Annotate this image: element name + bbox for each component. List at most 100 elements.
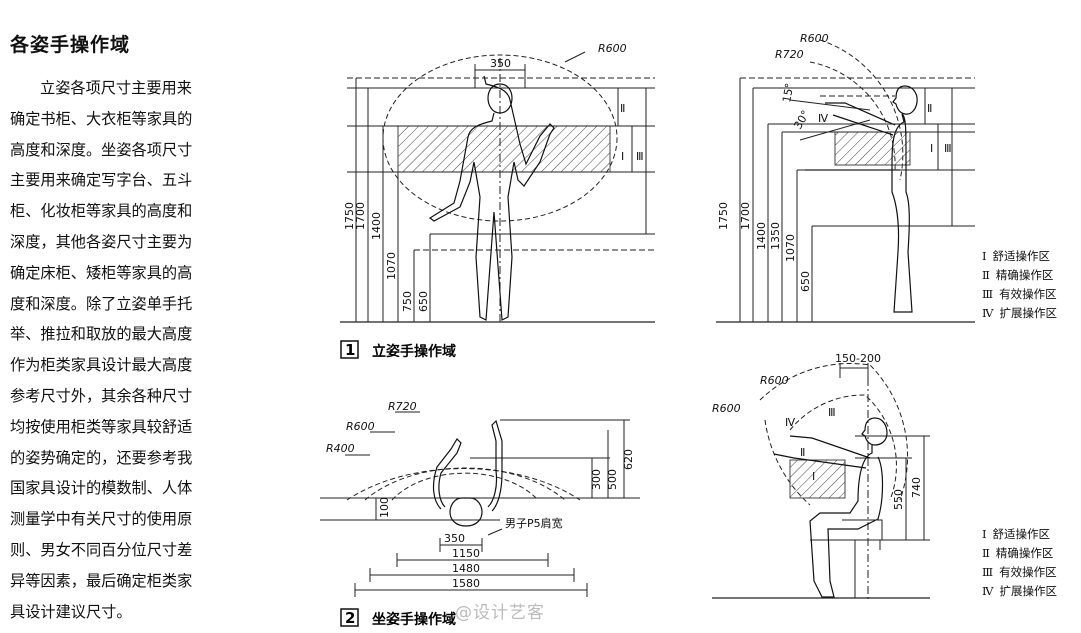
- body-line: 立姿各项尺寸主要用来: [40, 79, 192, 97]
- radius-label: R600: [346, 420, 375, 433]
- angle-label: 30°: [791, 108, 812, 131]
- caption-number: 1: [345, 341, 355, 359]
- dim-label: 650: [417, 291, 430, 312]
- fig2-top-view: [320, 411, 640, 597]
- body-line: 深度，其他各姿尺寸主要为: [10, 232, 193, 251]
- dim-label: 1750: [343, 202, 356, 230]
- hatched-zone: [789, 459, 846, 499]
- dim-label: 620: [622, 449, 635, 470]
- dim-label: 1700: [354, 202, 367, 230]
- body-line: 度和深度。除了立姿单手托: [10, 294, 193, 313]
- body-line: 作为柜类家具设计最大高度: [10, 356, 193, 375]
- radius-label: R400: [326, 442, 355, 455]
- fig1-front-labels: R600 350 1750 1700 1400 1070 750 650 Ⅱ Ⅰ…: [343, 42, 644, 312]
- standing-figure-front: [428, 75, 555, 321]
- fig2-side-view: [712, 363, 930, 600]
- body-line: 举、推拉和取放的最大高度: [10, 325, 193, 344]
- zone-label: Ⅲ: [828, 406, 836, 419]
- standing-figure-side: [825, 85, 918, 313]
- caption-fig1: 1 立姿手操作域: [340, 340, 456, 360]
- dim-label: 1070: [784, 234, 797, 262]
- zone-label: Ⅲ: [944, 142, 952, 155]
- dim-label: 1700: [739, 202, 752, 230]
- dim-label: 1400: [370, 212, 383, 240]
- caption-text: 坐姿手操作域: [372, 611, 456, 628]
- body-line: 确定床柜、矮柜等家具的高: [10, 263, 193, 282]
- seated-figure-top: [432, 419, 503, 527]
- seated-figure-side: [773, 417, 888, 598]
- radius-label: R720: [388, 400, 417, 413]
- fig2-top-labels: R720 R600 R400 300 500 620 100 男子P5肩宽 35…: [326, 400, 635, 590]
- fig2-side-labels: 150-200 R600 R600 Ⅳ Ⅲ Ⅱ Ⅰ 550 740: [712, 352, 923, 510]
- fig1-side-view: [716, 39, 975, 323]
- article-title: 各姿手操作域: [10, 34, 131, 56]
- radius-label: R600: [760, 374, 789, 387]
- fig1-side-labels: R600 R720 15° 30° 1750 1700 1400 1350 10…: [717, 32, 952, 292]
- hatched-zone: [834, 131, 911, 166]
- dim-label: 100: [378, 497, 391, 518]
- dim-label: 750: [401, 291, 414, 312]
- zone-label: Ⅳ: [818, 112, 829, 125]
- radius-label: R720: [775, 48, 804, 61]
- body-line: 则、男女不同百分位尺寸差: [10, 540, 193, 559]
- body-line: 异等因素，最后确定柜类家: [10, 571, 193, 590]
- zone-label: Ⅰ: [812, 470, 815, 483]
- shoulder-note: 男子P5肩宽: [505, 516, 563, 530]
- dim-label: 1070: [385, 252, 398, 280]
- angle-label: 15°: [780, 82, 796, 103]
- top-dim: 150-200: [835, 352, 881, 365]
- dim-label: 1480: [452, 562, 480, 575]
- zone-label: Ⅲ: [636, 150, 644, 163]
- body-line: 柜、化妆柜等家具的高度和: [10, 202, 193, 221]
- dim-label: 1580: [452, 577, 480, 590]
- width-dim: 350: [490, 57, 511, 70]
- dim-label: 1400: [755, 222, 768, 250]
- caption-fig2: 2 坐姿手操作域: [340, 608, 456, 628]
- radius-label: R600: [598, 42, 627, 55]
- reach-arc-720: [346, 468, 581, 501]
- zone-label: Ⅰ: [621, 150, 624, 163]
- hatched-zone: [397, 125, 611, 173]
- dim-label: 740: [910, 477, 923, 498]
- body-line: 均按使用柜类等家具较舒适: [10, 417, 193, 436]
- caption-number: 2: [345, 609, 355, 627]
- reach-arc-600: [364, 467, 566, 501]
- article-body: 立姿各项尺寸主要用来 确定书柜、大衣柜等家具的 高度和深度。坐姿各项尺寸 主要用…: [10, 73, 242, 627]
- dim-label: 1750: [717, 202, 730, 230]
- zone-label: Ⅱ: [620, 102, 625, 115]
- watermark: @设计艺客: [455, 603, 545, 623]
- dim-label: 1150: [452, 547, 480, 560]
- body-line: 测量学中有关尺寸的使用原: [10, 510, 193, 529]
- caption-text: 立姿手操作域: [372, 343, 456, 360]
- body-line: 高度和深度。坐姿各项尺寸: [10, 140, 193, 159]
- body-line: 确定书柜、大衣柜等家具的: [10, 109, 193, 128]
- reach-arc-400: [391, 472, 539, 501]
- dim-label: 550: [892, 489, 905, 510]
- dim-label: 500: [606, 469, 619, 490]
- reach-arc-inner: [789, 394, 897, 501]
- dim-label: 300: [590, 469, 603, 490]
- zone-label: Ⅳ: [785, 416, 796, 429]
- zone-label: Ⅱ: [927, 102, 932, 115]
- body-line: 参考尺寸外，其余各种尺寸: [10, 386, 193, 405]
- body-line: 主要用来确定写字台、五斗: [10, 171, 193, 190]
- body-line: 的姿势确定的，还要参考我: [10, 448, 193, 467]
- radius-label: R600: [800, 32, 829, 45]
- dim-label: 350: [444, 532, 465, 545]
- reach-arc-outer: [759, 363, 909, 501]
- fig1-front-view: [340, 51, 655, 323]
- zone-label: Ⅰ: [930, 142, 933, 155]
- dim-label: 1350: [769, 222, 782, 250]
